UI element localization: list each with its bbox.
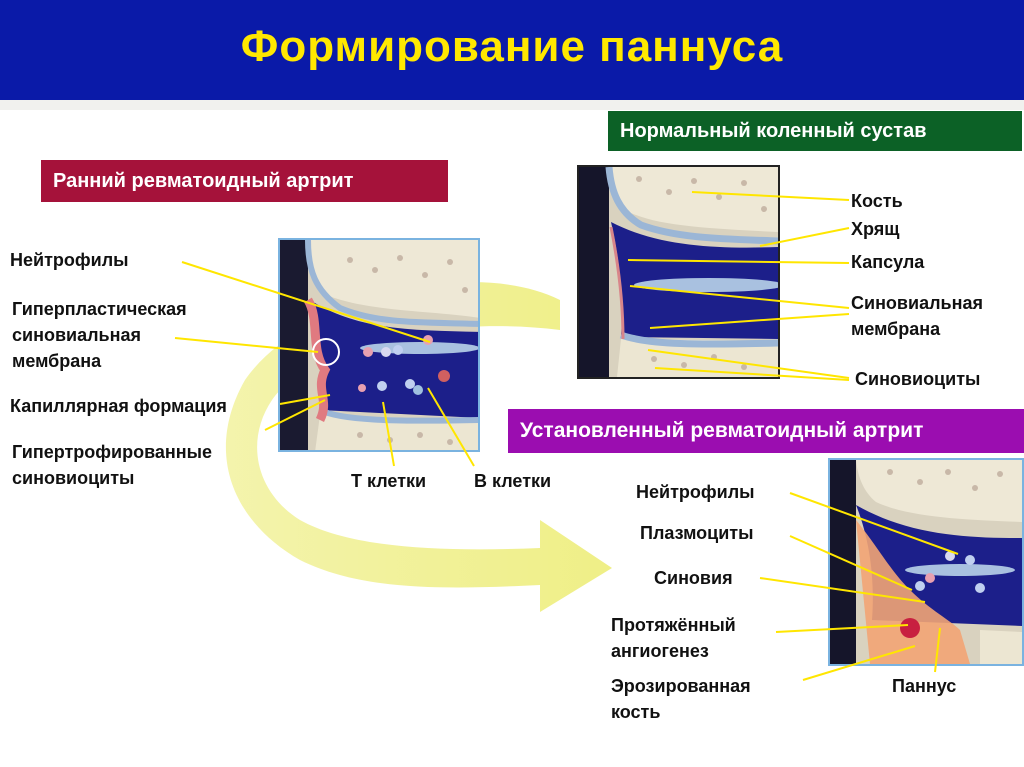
header-divider [0, 100, 1024, 110]
label-hyperplastic-synovium: Гиперпластическая синовиальная мембрана [12, 296, 192, 374]
label-b-cells: В клетки [474, 468, 551, 494]
page-title: Формирование паннуса [0, 22, 1024, 72]
label-capillary-formation: Капиллярная формация [10, 393, 227, 419]
established-joint-illustration [828, 458, 1024, 666]
label-t-cells: Т клетки [351, 468, 426, 494]
normal-knee-banner: Нормальный коленный сустав [608, 111, 1022, 151]
label-capsule: Капсула [851, 249, 924, 275]
early-joint-illustration [278, 238, 480, 452]
label-hypertrophied-synoviocytes: Гипертрофированные синовиоциты [12, 439, 272, 491]
label-bone: Кость [851, 188, 903, 214]
label-angiogenesis: Протяжённый ангиогенез [611, 612, 781, 664]
label-early-neutrophils: Нейтрофилы [10, 247, 129, 273]
label-pannus: Паннус [892, 673, 956, 699]
label-synoviocytes: Синовиоциты [855, 366, 980, 392]
label-est-neutrophils: Нейтрофилы [636, 479, 755, 505]
label-eroded-bone: Эрозированная кость [611, 673, 801, 725]
normal-joint-illustration [577, 165, 780, 379]
label-synovia: Синовия [654, 565, 733, 591]
early-ra-banner: Ранний ревматоидный артрит [41, 160, 448, 202]
established-ra-banner: Установленный ревматоидный артрит [508, 409, 1024, 453]
label-synovial-membrane: Синовиальная мембрана [851, 290, 1021, 342]
label-cartilage: Хрящ [851, 216, 899, 242]
label-plasmocytes: Плазмоциты [640, 520, 754, 546]
